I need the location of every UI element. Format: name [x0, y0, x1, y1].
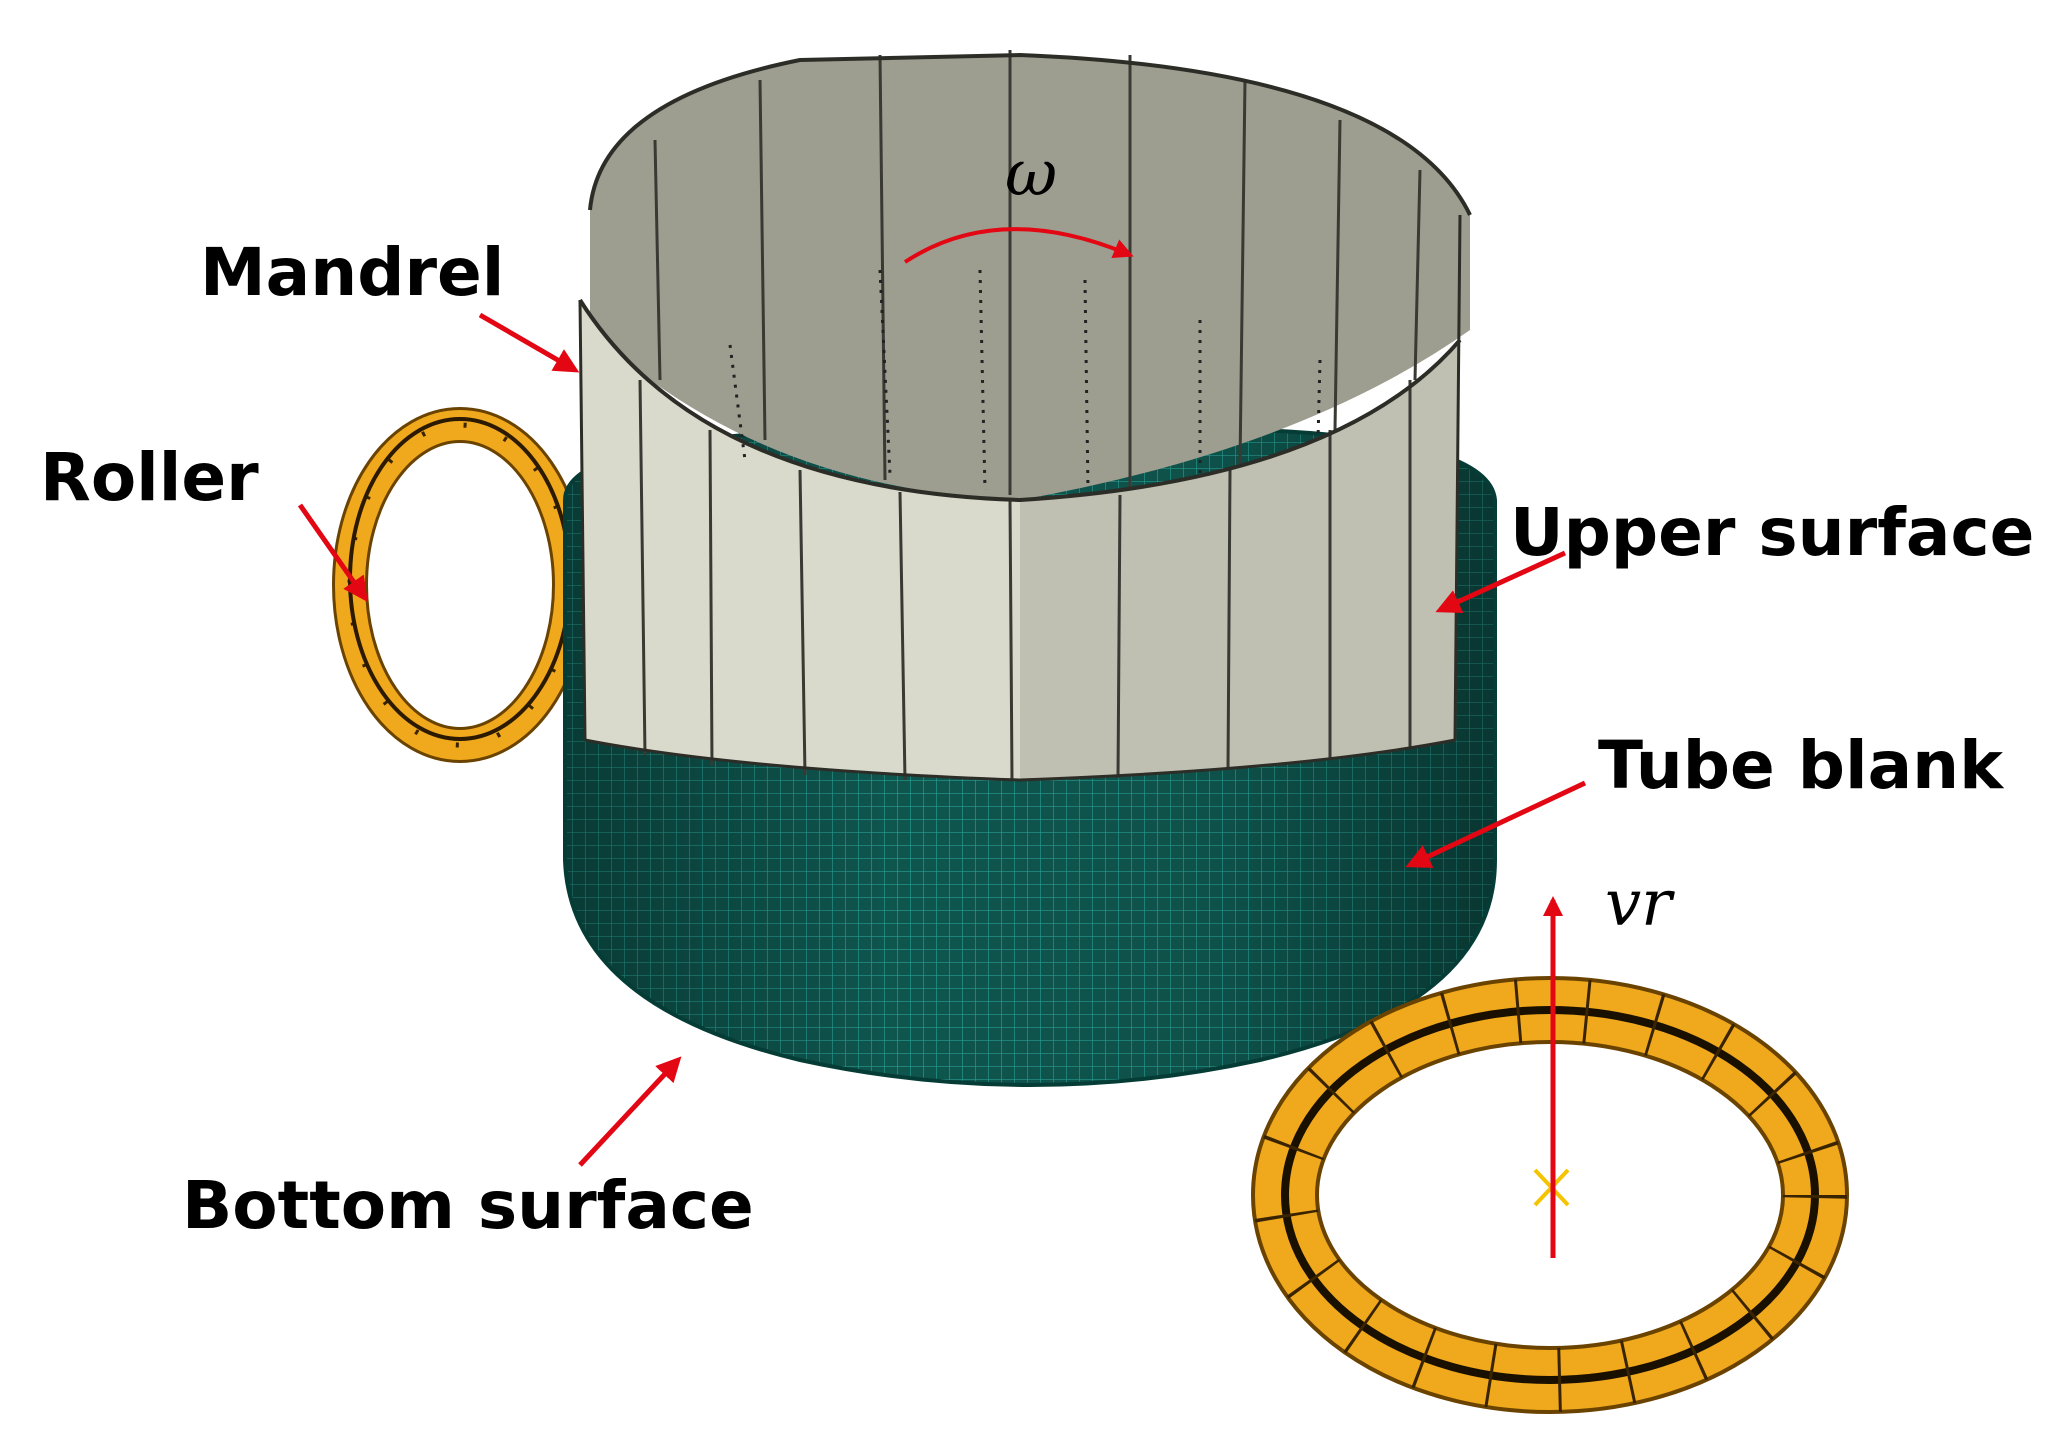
label-tube-blank: Tube blank — [1598, 727, 2005, 804]
left-roller — [332, 407, 588, 763]
pointer-upper-surface — [1435, 550, 1567, 614]
pointer-mandrel — [478, 312, 580, 373]
label-roller: Roller — [40, 439, 259, 516]
pointer-roller — [297, 503, 368, 603]
label-upper-surface: Upper surface — [1510, 494, 2034, 571]
rotation-arrow — [903, 227, 1134, 264]
right-roller — [1251, 976, 1849, 1414]
label-mandrel: Mandrel — [200, 234, 504, 311]
pointer-bottom-surface — [578, 1056, 682, 1167]
pointer-tube-blank — [1405, 780, 1587, 868]
velocity-symbol: vr — [1605, 867, 1675, 941]
mandrel — [578, 50, 1472, 782]
omega-symbol: ω — [1005, 137, 1057, 211]
label-bottom-surface: Bottom surface — [182, 1167, 754, 1244]
